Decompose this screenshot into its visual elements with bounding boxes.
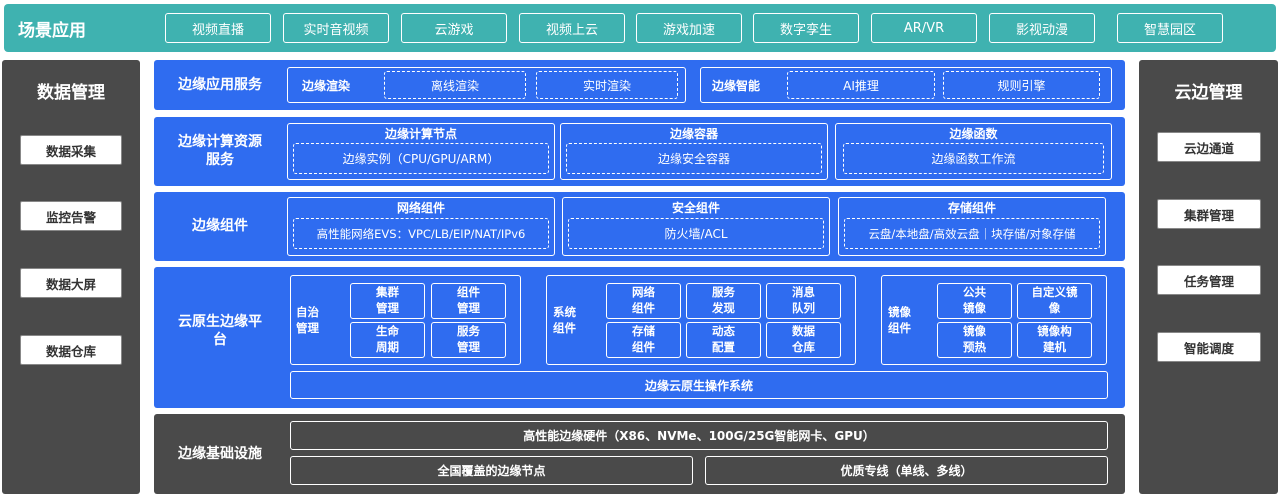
scene-item-ar-vr[interactable]: AR/VR (871, 13, 977, 43)
system-components-group (546, 275, 856, 365)
edge-compute-service-layer (154, 117, 1125, 186)
edge-function-label: 边缘函数 (949, 126, 998, 141)
cloud-native-platform-layer (154, 267, 1125, 408)
edge-app-service-layer (154, 60, 1125, 110)
service-discovery-cell[interactable]: 服务发现 (686, 283, 761, 319)
network-comp-cell[interactable]: 网络组件 (606, 283, 681, 319)
scene-item-animation[interactable]: 影视动漫 (989, 13, 1095, 43)
custom-mirror-cell[interactable]: 自定义镜像 (1017, 283, 1092, 319)
storage-component-group (838, 197, 1106, 256)
scene-application-bar (4, 4, 1276, 52)
scene-item-video-cloud[interactable]: 视频上云 (519, 13, 625, 43)
network-component-group (287, 197, 555, 256)
scene-item-cloud-gaming[interactable]: 云游戏 (401, 13, 507, 43)
smart-scheduling-item[interactable]: 智能调度 (1157, 332, 1261, 362)
security-component-label: 安全组件 (671, 200, 720, 215)
edge-compute-node-label: 边缘计算节点 (384, 126, 457, 141)
network-component-label: 网络组件 (396, 200, 445, 215)
edge-compute-node-group (287, 123, 555, 180)
edge-intelligence-label: 边缘智能 (711, 78, 760, 93)
nationwide-edge-nodes-bar[interactable]: 全国覆盖的边缘节点 (290, 456, 693, 485)
dynamic-config-cell[interactable]: 动态配置 (686, 322, 761, 358)
data-management-title: 数据管理 (37, 82, 105, 103)
edge-render-label: 边缘渲染 (301, 78, 350, 93)
edge-components-layer (154, 192, 1125, 261)
service-mgmt-cell[interactable]: 服务管理 (431, 322, 506, 358)
data-warehouse-item[interactable]: 数据仓库 (20, 335, 122, 365)
cloud-native-platform-title: 云原生边缘平台 (178, 313, 262, 348)
task-management-item[interactable]: 任务管理 (1157, 265, 1261, 295)
storage-component-label: 存储组件 (947, 200, 996, 215)
autonomy-management-group (290, 275, 521, 365)
realtime-render-item[interactable]: 实时渲染 (536, 71, 678, 99)
component-mgmt-cell[interactable]: 组件管理 (431, 283, 506, 319)
cluster-management-item[interactable]: 集群管理 (1157, 199, 1261, 229)
public-mirror-cell[interactable]: 公共镜像 (937, 283, 1012, 319)
monitoring-alert-item[interactable]: 监控告警 (20, 201, 122, 231)
edge-infrastructure-layer (154, 414, 1125, 494)
scene-item-rtc[interactable]: 实时音视频 (283, 13, 389, 43)
lifecycle-cell[interactable]: 生命周期 (350, 322, 425, 358)
edge-function-group (835, 123, 1112, 180)
edge-function-workflow-item[interactable]: 边缘函数工作流 (843, 143, 1104, 174)
autonomy-management-label: 自治管理 (296, 305, 319, 335)
mirror-components-group (881, 275, 1107, 365)
cloud-edge-management-title: 云边管理 (1174, 82, 1243, 103)
edge-container-label: 边缘容器 (669, 126, 718, 141)
edge-cloud-native-os-bar[interactable]: 边缘云原生操作系统 (290, 371, 1108, 399)
disk-storage-item[interactable]: 云盘/本地盘/高效云盘｜块存储/对象存储 (844, 218, 1100, 249)
scene-item-live-video[interactable]: 视频直播 (165, 13, 271, 43)
edge-compute-service-title: 边缘计算资源服务 (178, 133, 262, 168)
offline-render-item[interactable]: 离线渲染 (384, 71, 526, 99)
scene-application-title: 场景应用 (18, 20, 86, 41)
data-warehouse-cell[interactable]: 数据仓库 (766, 322, 841, 358)
system-components-label: 系统组件 (553, 305, 576, 335)
scene-item-digital-twin[interactable]: 数字孪生 (753, 13, 859, 43)
edge-infrastructure-title: 边缘基础设施 (178, 445, 262, 462)
cloud-edge-channel-item[interactable]: 云边通道 (1157, 132, 1261, 162)
firewall-acl-item[interactable]: 防火墙/ACL (568, 218, 824, 249)
message-queue-cell[interactable]: 消息队列 (766, 283, 841, 319)
data-collection-item[interactable]: 数据采集 (20, 135, 122, 165)
edge-secure-container-item[interactable]: 边缘安全容器 (566, 143, 822, 174)
mirror-builder-cell[interactable]: 镜像构建机 (1017, 322, 1092, 358)
mirror-preheat-cell[interactable]: 镜像预热 (937, 322, 1012, 358)
edge-render-group (287, 67, 686, 103)
edge-container-group (560, 123, 828, 180)
data-dashboard-item[interactable]: 数据大屏 (20, 268, 122, 298)
high-perf-network-item[interactable]: 高性能网络EVS：VPC/LB/EIP/NAT/IPv6 (293, 218, 549, 249)
storage-comp-cell[interactable]: 存储组件 (606, 322, 681, 358)
edge-components-title: 边缘组件 (192, 217, 248, 234)
security-component-group (562, 197, 830, 256)
edge-app-service-title: 边缘应用服务 (178, 76, 262, 93)
edge-instance-item[interactable]: 边缘实例（CPU/GPU/ARM） (293, 143, 549, 174)
scene-item-smart-park[interactable]: 智慧园区 (1117, 13, 1223, 43)
mirror-components-label: 镜像组件 (888, 305, 911, 335)
rule-engine-item[interactable]: 规则引擎 (943, 71, 1100, 99)
edge-hardware-bar[interactable]: 高性能边缘硬件（X86、NVMe、100G/25G智能网卡、GPU） (290, 421, 1108, 450)
edge-intelligence-group (700, 67, 1112, 103)
ai-inference-item[interactable]: AI推理 (787, 71, 935, 99)
premium-lines-bar[interactable]: 优质专线（单线、多线） (705, 456, 1108, 485)
cluster-mgmt-cell[interactable]: 集群管理 (350, 283, 425, 319)
scene-item-game-acceleration[interactable]: 游戏加速 (636, 13, 742, 43)
